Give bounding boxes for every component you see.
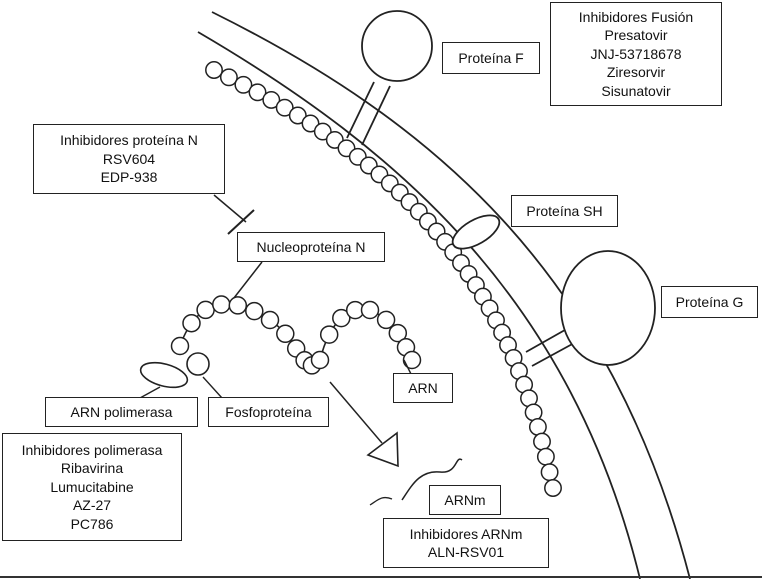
label-protein-f: Proteína F [442,42,540,74]
matrix-protein-chain [205,61,562,497]
inhibition-bar [227,209,255,235]
nucleocapsid-bead-19 [402,350,422,370]
nucleocapsid-bead-1 [182,313,201,333]
nucleocapsid-bead-3 [212,295,231,314]
label-rna: ARN [393,373,453,403]
protein-f-head [361,10,433,82]
protein-sh [451,214,501,250]
phosphoprotein-connector [202,376,223,399]
label-nucleoprotein: Nucleoproteína N [237,232,385,262]
nucleocapsid-bead-4 [228,296,248,315]
polymerase-connector [139,386,161,399]
matrix-bead-4 [262,90,281,109]
nucleocapsid-bead-0 [170,336,190,356]
label-protein-g: Proteína G [661,286,758,318]
nucleocapsid-bead-13 [332,308,351,328]
nucleocapsid-bead-5 [245,301,264,321]
nucleocapsid-bead-11 [310,350,330,370]
protein-g-stalk-2 [531,341,577,367]
matrix-bead-5 [275,98,294,117]
inhibition-line [213,194,247,223]
mrna-squiggle-2 [369,496,393,506]
nucleocapsid-beads [170,295,422,375]
label-protein-sh: Proteína SH [511,195,618,227]
nucleocapsid-bead-16 [376,310,396,330]
label-mrna: ARNm [429,485,501,515]
mrna-squiggle [401,458,463,501]
phosphoprotein-shape [186,352,210,376]
nucleocapsid-bead-7 [276,324,295,344]
nucleocapsid-bead-6 [260,310,280,330]
label-phosphoprotein: Fosfoproteína [208,397,329,427]
nucleocapsid-bead-12 [319,325,339,344]
rna-polymerase-shape [139,361,189,389]
nucleocapsid-bead-15 [360,300,380,320]
envelope-outer-line [211,11,691,579]
matrix-bead-6 [288,106,307,125]
matrix-bead-37 [536,447,555,466]
transcription-arrow-head [366,431,399,468]
matrix-bead-2 [234,75,253,94]
protein-g-head [560,250,656,366]
matrix-bead-3 [248,83,267,102]
matrix-bead-0 [205,61,223,79]
label-rna-polymerase: ARN polimerasa [45,397,198,427]
nucleocapsid-bead-17 [388,323,408,343]
matrix-bead-35 [528,417,547,436]
matrix-bead-36 [533,432,551,451]
matrix-bead-38 [540,463,559,482]
protein-f-stalk-1 [346,81,375,139]
transcription-arrow-line [329,381,383,444]
matrix-bead-1 [219,68,238,87]
box-mrna-inhibitors: Inhibidores ARNm ALN-RSV01 [383,518,549,568]
box-fusion-inhibitors: Inhibidores Fusión Presatovir JNJ-537186… [550,2,722,106]
protein-f-stalk-2 [361,85,391,146]
box-polymerase-inhibitors: Inhibidores polimerasa Ribavirina Lumuci… [2,433,182,541]
box-n-protein-inhibitors: Inhibidores proteína N RSV604 EDP-938 [33,124,225,194]
matrix-bead-39 [544,479,562,497]
nucleocapsid-bead-2 [196,300,215,320]
matrix-bead-7 [301,114,320,133]
